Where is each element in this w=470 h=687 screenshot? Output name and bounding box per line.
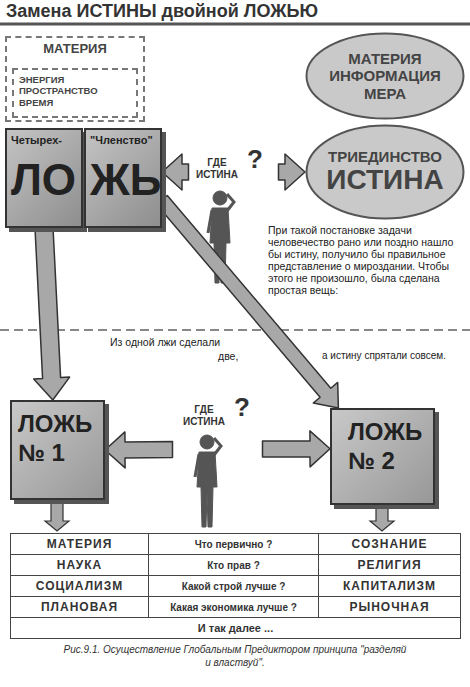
lie-block-part: Четырех- ЛО [5,128,83,228]
node-text: ЭНЕРГИЯ ПРОСТРАНСТВО ВРЕМЯ [19,74,98,108]
table-cell-box: СОЗНАНИЕ [319,534,460,554]
table-cell: Кто прав ? [207,560,260,571]
table-cell-box: И так далее ... [11,618,460,638]
table-cell-box: Что первично ? [149,534,318,554]
node-text: ИСТИНА [326,165,443,196]
question-mark: ? [234,392,250,423]
block-arrow [105,431,330,468]
node-text: "Членство" [90,134,156,146]
lie-block-part: "Членство" ЖЬ [84,128,162,228]
down-arrow [370,508,394,531]
table-cell: Что первично ? [195,539,273,550]
block-arrow [162,154,305,190]
table-grid [10,533,461,639]
table-cell-box: Какой строй лучше ? [149,576,318,596]
node-text: Четырех- [11,134,77,146]
table-cell-box: СОЦИАЛИЗМ [11,576,148,596]
table-cell: ПЛАНОВАЯ [41,600,118,614]
note-text: Из одной лжи сделали [110,336,220,348]
node-text: МАТЕРИЯ [10,41,140,56]
table-cell-box: МАТЕРИЯ [11,534,148,554]
truth-ellipse: ТРИЕДИНСТВОИСТИНА [305,124,465,220]
lie-box: ЛОЖЬ № 1 [10,400,105,500]
table-cell: КАПИТАЛИЗМ [343,579,436,593]
node-text: ТРИЕДИНСТВО [328,148,442,165]
table-cell: И так далее ... [198,622,273,634]
table-cell: РЫНОЧНАЯ [349,600,429,614]
table-cell: НАУКА [57,558,102,572]
note-text: две, [218,350,238,362]
node-text: МАТЕРИЯ ИНФОРМАЦИЯ МЕРА [329,50,441,102]
divider-line [0,329,470,331]
note-text: При такой постановке задачи человечество… [268,224,465,296]
table-cell: СОЗНАНИЕ [352,537,428,551]
figure-caption: Рис.9.1. Осуществление Глобальным Предик… [60,644,410,669]
question-text: ГДЕ ИСТИНА [196,157,238,181]
table-cell: РЕЛИГИЯ [357,558,421,572]
table-cell: Какой строй лучше ? [182,581,286,592]
truth-ellipse: МАТЕРИЯ ИНФОРМАЦИЯ МЕРА [305,32,465,120]
table-cell-box: РЫНОЧНАЯ [319,597,460,617]
table-cell-box: Какая экономика лучше ? [149,597,318,617]
lie-box: ЛОЖЬ № 2 [330,408,435,505]
diagram-title: Замена ИСТИНЫ двойной ЛОЖЬЮ [6,1,318,22]
question-mark: ? [247,144,263,175]
node-text: ЖЬ [90,158,156,202]
ellipse-shape [307,126,464,219]
person-figure [195,435,221,527]
node-text: ЛОЖЬ № 1 [18,410,98,468]
table-cell: Какая экономика лучше ? [170,602,297,613]
table-cell: МАТЕРИЯ [47,537,113,551]
node-text: ЛОЖЬ № 2 [348,418,428,476]
table-cell-box: НАУКА [11,555,148,575]
note-text: а истину спрятали совсем. [322,350,446,361]
node-text: ЛО [11,158,77,202]
ellipse-shape [307,34,464,119]
table-cell: СОЦИАЛИЗМ [36,579,123,593]
title-rule [0,23,470,26]
block-arrow [34,228,70,401]
dashed-inner-box: ЭНЕРГИЯ ПРОСТРАНСТВО ВРЕМЯ [12,68,138,118]
table-cell-box: ПЛАНОВАЯ [11,597,148,617]
table-cell-box: КАПИТАЛИЗМ [319,576,460,596]
down-arrow [45,503,69,531]
table-cell-box: Кто прав ? [149,555,318,575]
dashed-group-box: МАТЕРИЯ ЭНЕРГИЯ ПРОСТРАНСТВО ВРЕМЯ [5,36,145,122]
table-cell-box: РЕЛИГИЯ [319,555,460,575]
question-text: ГДЕ ИСТИНА [183,404,225,428]
